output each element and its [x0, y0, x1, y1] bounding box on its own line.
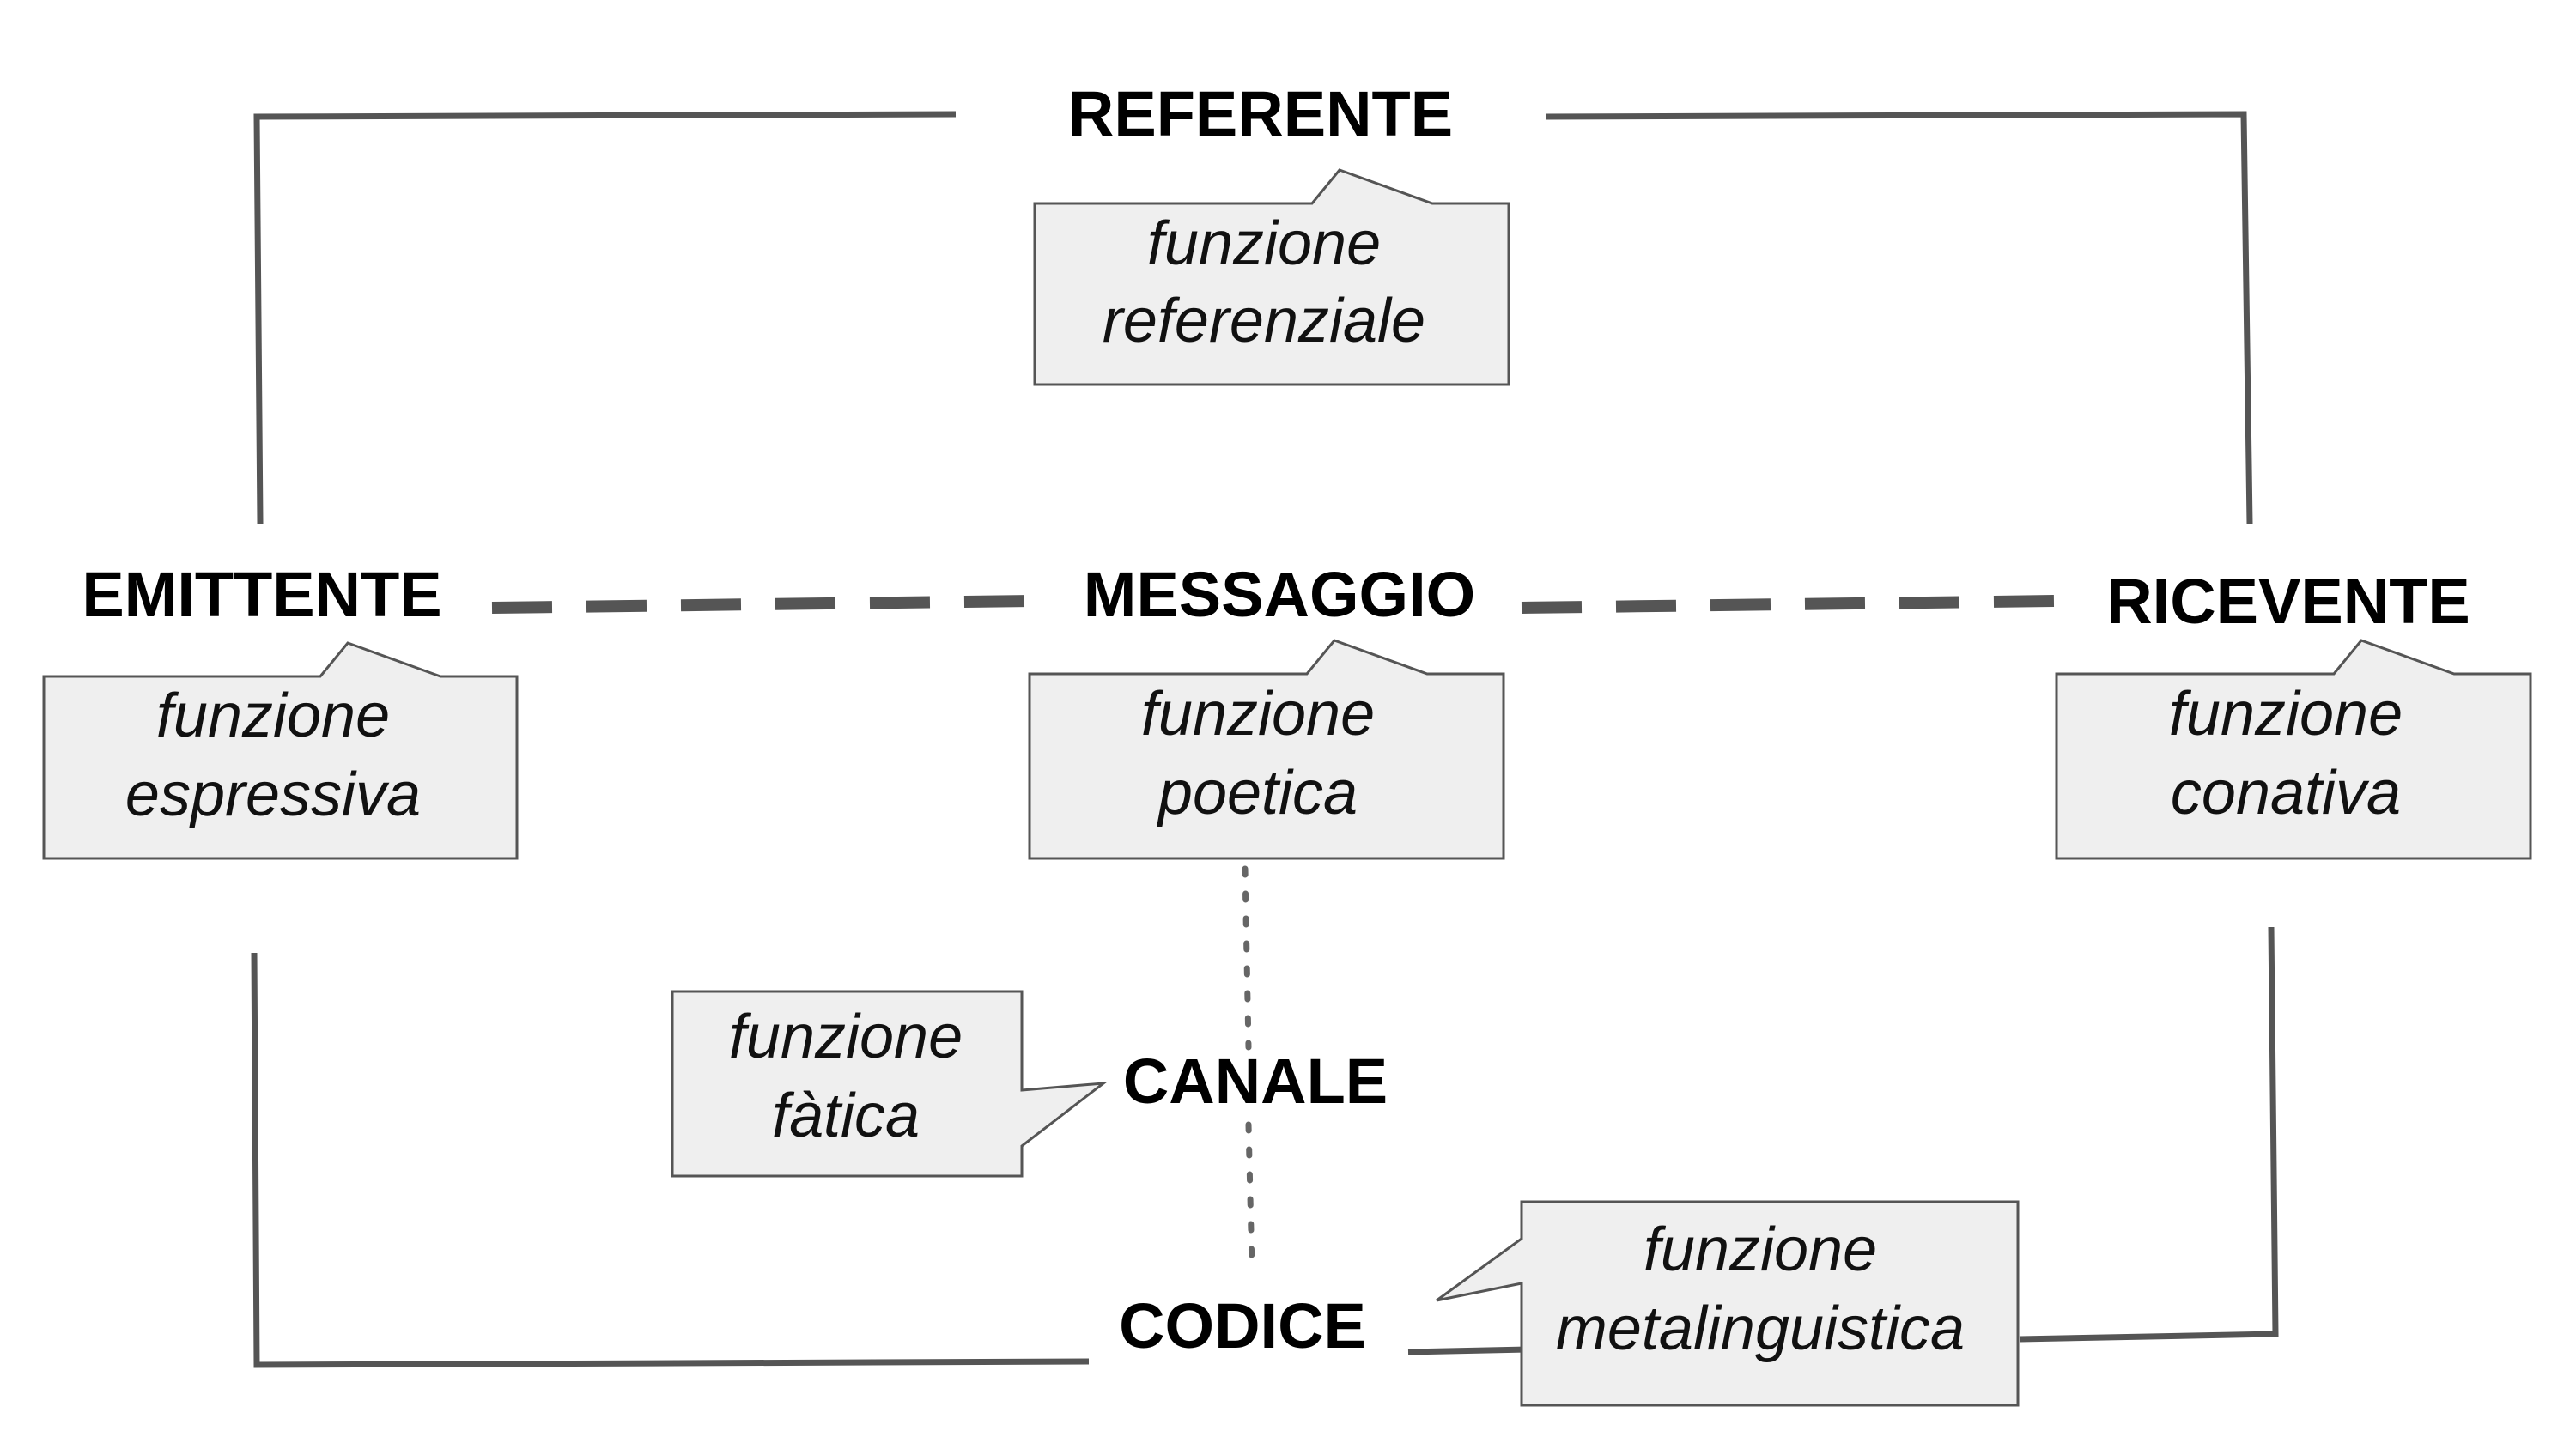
callout-poetica-line1: funzione [1141, 680, 1375, 749]
connector-codice-ricevente [1407, 1346, 1529, 1355]
node-labels: REFERENTE EMITTENTE MESSAGGIO RICEVENTE … [82, 78, 2470, 1361]
connector-metalinguistica-ricevente [2019, 926, 2279, 1343]
frame-connectors [251, 111, 2279, 1368]
connector-emittente-codice [251, 952, 1090, 1368]
callout-fatica-bubble [671, 990, 1108, 1178]
callout-fatica: funzione fàtica [671, 990, 1108, 1178]
connector-referente-ricevente [1545, 111, 2253, 524]
callout-referenziale: funzione referenziale [1033, 168, 1510, 386]
callout-poetica-line2: poetica [1157, 759, 1358, 828]
callout-metalinguistica-line2: metalinguistica [1556, 1294, 1965, 1363]
node-ricevente: RICEVENTE [2106, 566, 2470, 637]
callout-referenziale-line2: referenziale [1103, 287, 1425, 355]
dashed-line-messaggio-ricevente [1521, 595, 2057, 614]
node-messaggio: MESSAGGIO [1084, 559, 1475, 630]
callout-espressiva-line2: espressiva [125, 761, 421, 829]
dotted-line-lower [1245, 1121, 1255, 1272]
callout-referenziale-bubble [1033, 168, 1510, 386]
callout-espressiva-line1: funzione [156, 682, 390, 750]
node-canale: CANALE [1123, 1046, 1388, 1117]
callout-poetica-bubble [1028, 639, 1505, 860]
callout-poetica: funzione poetica [1028, 639, 1505, 860]
callout-fatica-line2: fàtica [772, 1082, 920, 1150]
callout-conativa-bubble [2055, 639, 2532, 860]
connector-emittente-referente [253, 111, 957, 524]
callout-metalinguistica-bubble [1436, 1200, 2020, 1407]
dotted-line-upper [1242, 865, 1252, 1051]
callout-fatica-line1: funzione [729, 1003, 963, 1071]
node-referente: REFERENTE [1068, 78, 1453, 149]
node-emittente: EMITTENTE [82, 559, 441, 630]
node-codice: CODICE [1119, 1290, 1366, 1361]
callout-conativa-line2: conativa [2171, 759, 2401, 828]
callout-metalinguistica: funzione metalinguistica [1436, 1200, 2020, 1407]
callout-conativa-line1: funzione [2169, 680, 2403, 749]
dashed-line-emittente-messaggio [491, 595, 1031, 614]
callout-espressiva-bubble [42, 641, 519, 860]
channel-line [1242, 865, 1255, 1272]
callout-metalinguistica-line1: funzione [1643, 1216, 1877, 1284]
callout-referenziale-line1: funzione [1147, 209, 1381, 278]
callout-conativa: funzione conativa [2055, 639, 2532, 860]
callout-espressiva: funzione espressiva [42, 641, 519, 860]
